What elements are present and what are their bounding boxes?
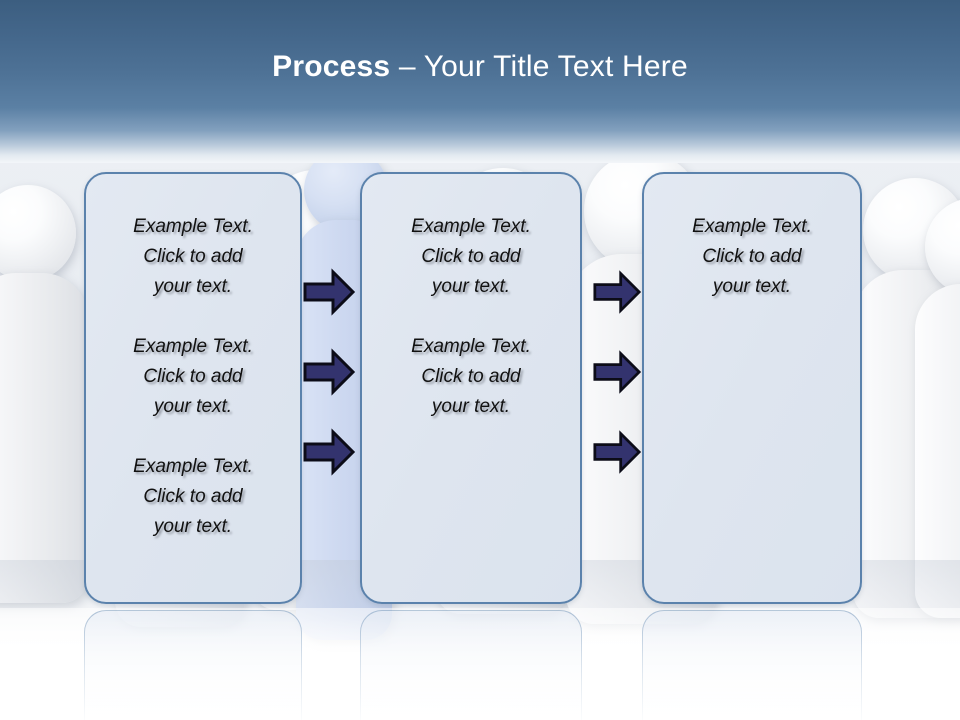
figure-head-icon [0, 185, 76, 281]
page-title: Process – Your Title Text Here [0, 50, 960, 84]
title-banner [0, 0, 960, 163]
background-figure-right-2 [905, 198, 960, 618]
process-box-2-text: Example Text. Click to add your text. Ex… [372, 212, 570, 422]
process-box-1-text: Example Text. Click to add your text. Ex… [96, 212, 290, 542]
background-figure-left-1 [0, 185, 120, 615]
process-paragraph: Example Text. Click to add your text. [133, 456, 253, 537]
process-arrow-2-2[interactable] [593, 349, 642, 395]
page-title-rest: – Your Title Text Here [390, 50, 688, 83]
process-box-3-text: Example Text. Click to add your text. [654, 212, 850, 302]
process-arrow-1-3[interactable] [303, 428, 356, 476]
figure-body [0, 273, 88, 603]
process-paragraph: Example Text. Click to add your text. [411, 216, 531, 297]
process-paragraph: Example Text. Click to add your text. [692, 216, 812, 297]
process-box-1[interactable]: Example Text. Click to add your text. Ex… [84, 172, 302, 604]
box-reflection-fade [0, 618, 960, 720]
process-arrow-1-1[interactable] [303, 268, 356, 316]
process-paragraph: Example Text. Click to add your text. [133, 336, 253, 417]
figure-body [915, 284, 960, 618]
figure-head-icon [925, 198, 960, 296]
process-arrow-2-1[interactable] [593, 269, 642, 315]
process-arrow-1-2[interactable] [303, 348, 356, 396]
process-box-3[interactable]: Example Text. Click to add your text. [642, 172, 862, 604]
process-paragraph: Example Text. Click to add your text. [411, 336, 531, 417]
process-box-2[interactable]: Example Text. Click to add your text. Ex… [360, 172, 582, 604]
process-arrow-2-3[interactable] [593, 429, 642, 475]
process-paragraph: Example Text. Click to add your text. [133, 216, 253, 297]
page-title-bold: Process [272, 50, 391, 83]
